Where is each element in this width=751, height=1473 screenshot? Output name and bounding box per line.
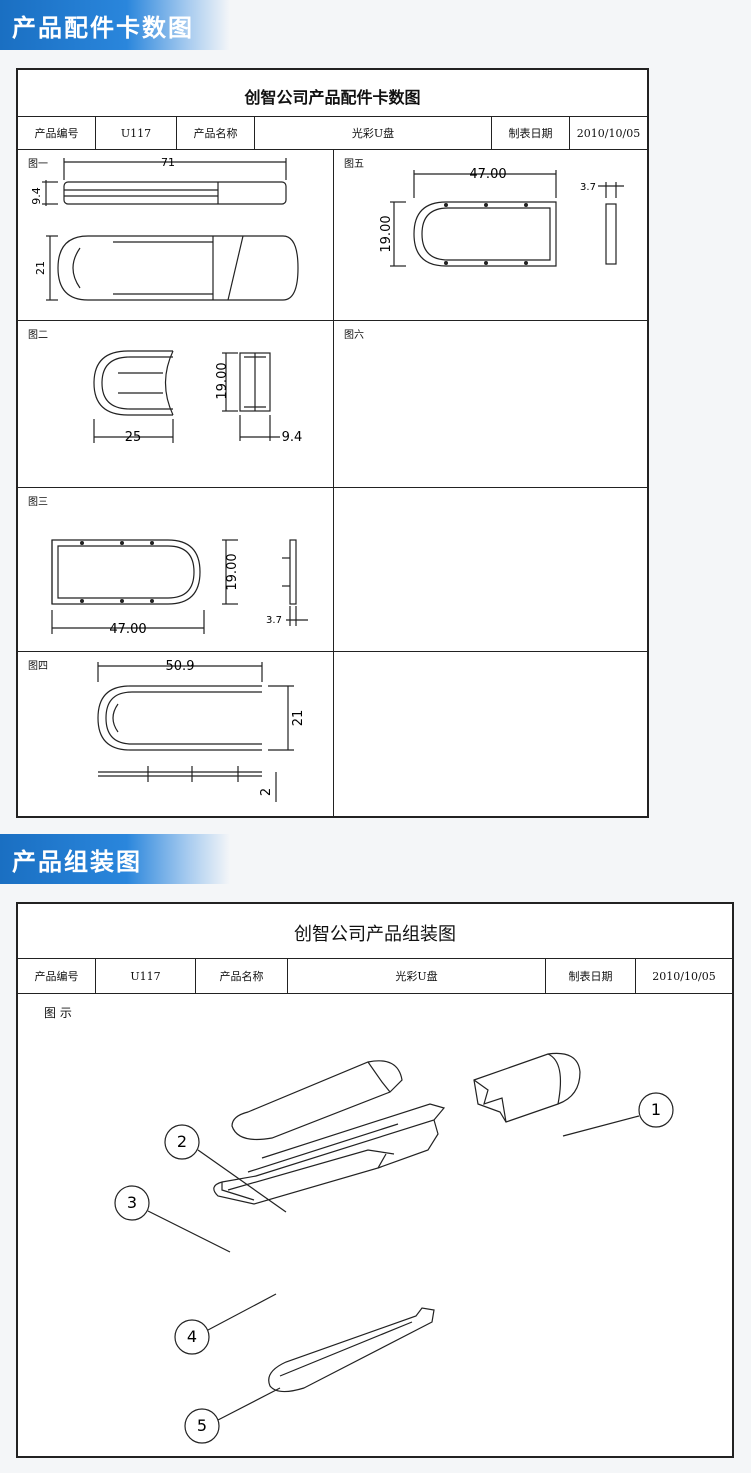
- name-value: 光彩U盘: [288, 959, 546, 993]
- fig4-dim-thickness: 2: [259, 788, 274, 796]
- fig2-dim-width: 25: [125, 430, 142, 445]
- fig3-dim-thickness: 3.7: [266, 615, 282, 626]
- panel-fig5: 图五 47.00 19.00 3.7: [334, 150, 649, 321]
- fig1-dim-height2: 21: [34, 261, 47, 275]
- figure-grid: 图一 71 9.4 21: [18, 150, 649, 818]
- panel-label: 图四: [28, 661, 48, 672]
- fig2-dim-thickness: 9.4: [282, 430, 303, 445]
- panel-fig1: 图一 71 9.4 21: [18, 150, 334, 321]
- sheet-title: 创智公司产品配件卡数图: [244, 88, 421, 107]
- name-label: 产品名称: [177, 117, 255, 149]
- panel-label: 图三: [28, 497, 48, 508]
- assembly-sheet: 创智公司产品组装图 产品编号 U117 产品名称 光彩U盘 制表日期 2010/…: [16, 902, 734, 1458]
- code-value: U117: [96, 117, 177, 149]
- figure-label: 图 示: [44, 1006, 72, 1020]
- fig1-drawing: 71 9.4 21: [30, 156, 299, 301]
- info-row: 产品编号 U117 产品名称 光彩U盘 制表日期 2010/10/05: [18, 116, 647, 150]
- date-value: 2010/10/05: [652, 969, 716, 983]
- fig3-dim-width: 47.00: [109, 622, 146, 637]
- fig5-dim-width: 47.00: [469, 167, 506, 182]
- callout-2: 2: [177, 1132, 187, 1151]
- fig5-dim-height: 19.00: [379, 215, 394, 252]
- info-row: 产品编号 U117 产品名称 光彩U盘 制表日期 2010/10/05: [18, 958, 732, 994]
- fig1-dim-length: 71: [161, 156, 175, 169]
- section-header-parts: 产品配件卡数图: [0, 0, 350, 50]
- callout-1: 1: [651, 1100, 661, 1119]
- code-label: 产品编号: [18, 117, 96, 149]
- fig3-drawing: 47.00 19.00 3.7: [51, 539, 308, 637]
- fig2-drawing: 25 19.00 9.4: [93, 350, 303, 445]
- panel-label: 图二: [28, 330, 48, 341]
- exploded-assembly-drawing: 1 2 3 4 5: [114, 1052, 674, 1444]
- name-label: 产品名称: [196, 959, 288, 993]
- section-title: 产品配件卡数图: [0, 0, 230, 50]
- panel-label: 图一: [28, 159, 48, 170]
- callout-5: 5: [197, 1416, 207, 1435]
- name-value: 光彩U盘: [255, 117, 492, 149]
- sheet-title: 创智公司产品组装图: [294, 924, 456, 945]
- panel-empty-2: [334, 652, 649, 818]
- section-title: 产品组装图: [0, 834, 230, 884]
- panel-label: 图五: [344, 159, 364, 170]
- panel-empty-1: [334, 488, 649, 652]
- callout-3: 3: [127, 1193, 137, 1212]
- panel-label: 图六: [344, 330, 364, 341]
- panel-fig3: 图三 47.00 19.00 3.7: [18, 488, 334, 652]
- fig2-dim-height: 19.00: [215, 362, 230, 399]
- panel-fig6: 图六: [334, 321, 649, 488]
- callout-4: 4: [187, 1327, 197, 1346]
- code-value: U117: [96, 959, 196, 993]
- date-label: 制表日期: [492, 117, 570, 149]
- fig3-dim-height: 19.00: [225, 553, 240, 590]
- date-value: 2010/10/05: [576, 126, 641, 140]
- section-header-assembly: 产品组装图: [0, 834, 350, 884]
- fig5-drawing: 47.00 19.00 3.7: [379, 167, 624, 267]
- panel-fig4: 图四 50.9 21 2: [18, 652, 334, 818]
- panel-fig2: 图二 25 19.00 9.4: [18, 321, 334, 488]
- code-label: 产品编号: [18, 959, 96, 993]
- fig1-dim-height1: 9.4: [30, 187, 43, 205]
- fig4-dim-height: 21: [291, 710, 306, 727]
- fig4-dim-width: 50.9: [166, 659, 195, 674]
- fig5-dim-thickness: 3.7: [580, 182, 596, 193]
- parts-card-sheet: 创智公司产品配件卡数图 产品编号 U117 产品名称 光彩U盘 制表日期 201…: [16, 68, 649, 818]
- date-label: 制表日期: [546, 959, 636, 993]
- fig4-drawing: 50.9 21 2: [97, 659, 306, 802]
